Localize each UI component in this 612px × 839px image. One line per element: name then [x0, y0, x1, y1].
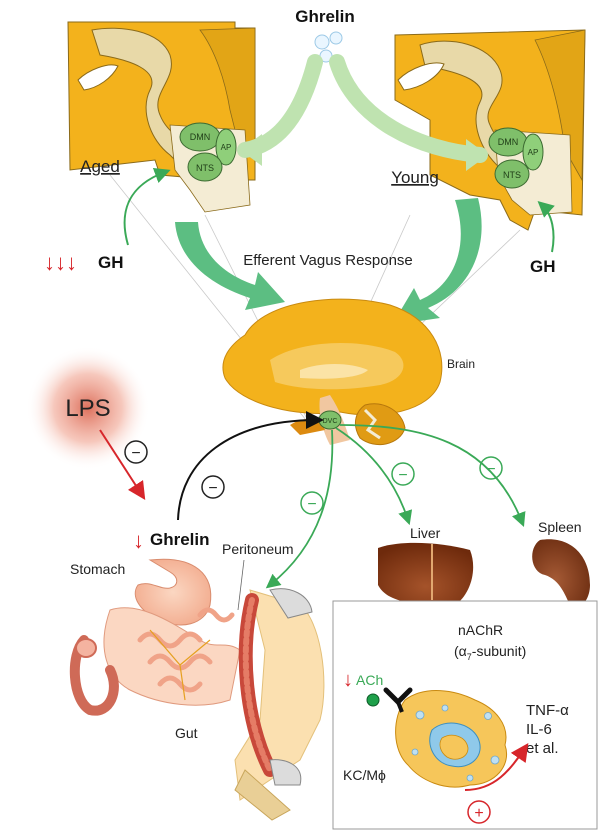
minus-ghrelin: −: [201, 475, 225, 499]
vagal-output-arrows: [265, 424, 526, 589]
gut-intestines: [69, 607, 241, 716]
cell-type-label: KC/Mϕ: [343, 767, 386, 783]
svg-text:−: −: [486, 461, 495, 478]
aged-nts-label: NTS: [196, 163, 214, 173]
young-dmn-label: DMN: [498, 137, 519, 147]
plus-sign: +: [467, 800, 491, 824]
lps-arrow: [99, 429, 146, 501]
receptor-suffix: -subunit): [472, 643, 526, 659]
ach-molecule: [366, 693, 380, 707]
ach-down-arrow: ↓: [343, 669, 353, 691]
minus-spleen: −: [479, 456, 503, 480]
dvc-label: DVC: [323, 418, 338, 425]
young-brainstem-section: [394, 29, 586, 231]
aged-ap-label: AP: [221, 143, 232, 152]
young-ap-label: AP: [528, 148, 539, 157]
cytokine-etal: et al.: [526, 740, 559, 757]
svg-text:−: −: [208, 480, 217, 497]
liver: [378, 542, 474, 605]
aged-brainstem-section: [67, 21, 256, 213]
peritoneum-label: Peritoneum: [222, 541, 294, 557]
svg-text:+: +: [474, 805, 483, 822]
ghrelin-to-dvc-arrow: [177, 411, 324, 521]
minus-signs: − − − − −: [124, 440, 503, 515]
gh-down-arrows: ↓↓↓: [44, 250, 77, 275]
aged-label: Aged: [80, 157, 120, 176]
minus-liver: −: [391, 462, 415, 486]
cell-vesicles: [411, 704, 500, 782]
efferent-arrows: [175, 198, 482, 325]
liver-label: Liver: [410, 525, 441, 541]
brain-label: Brain: [447, 357, 475, 371]
gut-ghrelin-label: Ghrelin: [150, 530, 210, 549]
spleen-label: Spleen: [538, 519, 582, 535]
cell-nucleus-inner: [439, 734, 469, 760]
peritoneum-pointer: [237, 559, 245, 611]
aged-dmn-label: DMN: [190, 132, 211, 142]
receptor-name: nAChR: [458, 622, 503, 638]
ghrelin-title: Ghrelin: [295, 7, 355, 26]
gh-right-group: GH: [530, 200, 556, 276]
spleen: [532, 539, 590, 608]
gut-ghrelin-down-arrow: ↓: [133, 528, 144, 553]
efferent-label: Efferent Vagus Response: [243, 252, 413, 269]
aged-nuclei: DMN AP NTS: [179, 122, 237, 182]
minus-lps: −: [124, 440, 148, 464]
receptor-greek: α: [459, 643, 467, 659]
young-nuclei: DMN AP NTS: [488, 127, 544, 189]
release-arrow: [464, 743, 529, 791]
brain: DVC: [222, 298, 443, 446]
cytokine-tnf: TNF-α: [526, 702, 569, 719]
minus-peritoneum: −: [300, 491, 324, 515]
lps-label: LPS: [65, 395, 110, 422]
peritoneum: [234, 588, 325, 821]
cytokine-il6: IL-6: [526, 721, 552, 738]
receptor-sub: 7: [467, 652, 472, 662]
inset-content: nAChR (α7-subunit) ↓ ACh TNF-α IL-6 et a…: [343, 622, 569, 824]
receptor-subunit: (α7-subunit): [454, 643, 526, 662]
young-label: Young: [391, 168, 439, 187]
gh-left-group: ↓↓↓ GH: [44, 167, 171, 275]
lps-glow: [26, 346, 150, 470]
stomach-label: Stomach: [70, 561, 125, 577]
receptor-open-paren: (: [454, 643, 459, 659]
young-nts-label: NTS: [503, 170, 521, 180]
ghrelin-bubbles: [314, 31, 343, 63]
gut-label: Gut: [175, 725, 198, 741]
svg-text:−: −: [398, 467, 407, 484]
ghrelin-to-brainstem-arrows: [237, 54, 488, 171]
ach-label: ACh: [356, 672, 383, 688]
svg-text:−: −: [131, 445, 140, 462]
svg-text:−: −: [307, 496, 316, 513]
gh-right-label: GH: [530, 257, 556, 276]
gh-left-label: GH: [98, 253, 124, 272]
